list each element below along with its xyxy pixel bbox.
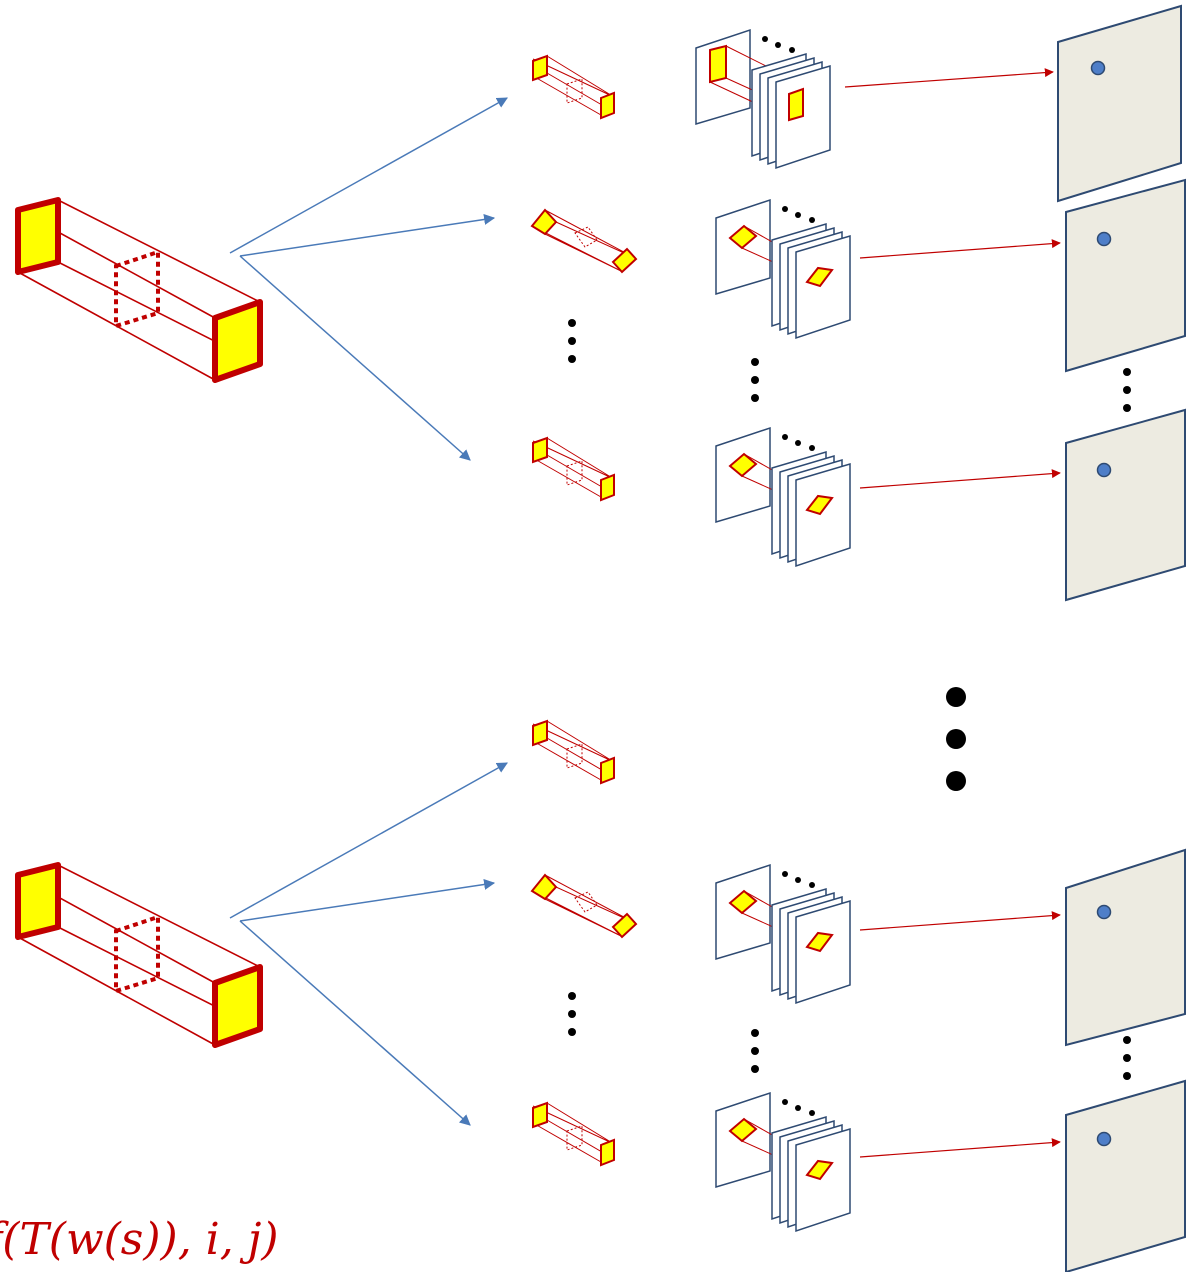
branch-arrow (239, 920, 471, 1126)
branch-arrow (229, 97, 508, 254)
output-map (1065, 178, 1186, 373)
upper-group (18, 4, 1186, 602)
slice-stack (715, 863, 851, 1005)
slice-stack (715, 1091, 851, 1233)
ellipsis-dots (568, 319, 576, 363)
transformed-volume (532, 1102, 615, 1166)
output-arrow (859, 911, 1061, 931)
transformed-volume (531, 874, 637, 938)
lower-group (18, 720, 1186, 1272)
transformed-volume (531, 209, 637, 273)
transformed-volume (532, 437, 615, 501)
output-point (1096, 462, 1112, 478)
output-arrow (859, 1138, 1061, 1158)
transformed-volume (532, 720, 615, 784)
output-point (1096, 1131, 1112, 1147)
output-map (1057, 4, 1182, 203)
output-map (1065, 1079, 1186, 1272)
ellipsis-dots (1123, 368, 1131, 412)
transformed-volume (532, 55, 615, 119)
slice-stack (715, 426, 851, 568)
output-arrow (859, 239, 1061, 259)
ellipsis-dots (568, 992, 576, 1036)
output-point (1096, 231, 1112, 247)
output-arrow (844, 68, 1054, 88)
output-point (1090, 60, 1106, 76)
output-point (1096, 904, 1112, 920)
ellipsis-dots (1123, 1036, 1131, 1080)
ellipsis-dots (751, 358, 759, 402)
slice-stack (715, 198, 851, 340)
output-arrow (859, 469, 1061, 489)
input-volume (18, 200, 260, 380)
branch-arrow (239, 255, 471, 461)
slice-stack (695, 28, 831, 170)
branch-arrow (229, 762, 508, 919)
branch-arrow (239, 214, 496, 257)
output-map (1065, 408, 1186, 602)
input-volume (18, 865, 260, 1045)
ellipsis-dots (751, 1029, 759, 1073)
output-map (1065, 848, 1186, 1047)
formula-caption: f(T(w(s)), i, j) (0, 1214, 279, 1265)
branch-arrow (239, 879, 496, 922)
group-separator-dots (946, 687, 966, 791)
